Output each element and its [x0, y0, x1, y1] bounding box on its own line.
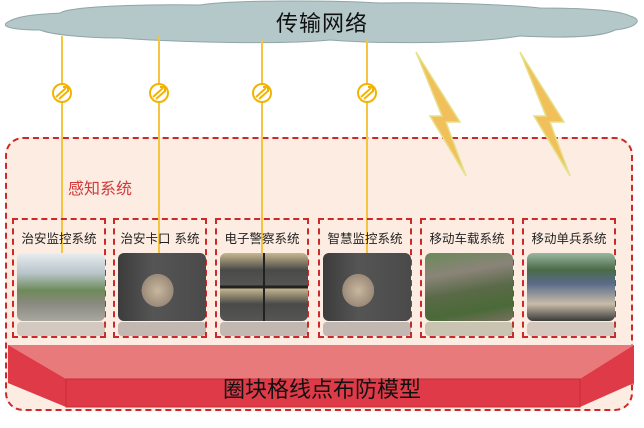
cloud-shape — [4, 0, 638, 44]
vehicle-checkpoint-photo — [118, 253, 206, 321]
traffic-grid-photo — [220, 253, 308, 321]
subsystem-card[interactable]: 治安卡口 系统 — [113, 218, 207, 338]
connector-icon — [52, 83, 72, 103]
vehicle-checkpoint-photo — [323, 253, 411, 321]
base-title: 圈块格线点布防模型 — [222, 378, 421, 403]
wire-4 — [366, 40, 368, 268]
subsystem-card[interactable]: 智慧监控系统 — [318, 218, 412, 338]
wire-3 — [261, 40, 263, 268]
subsystem-card[interactable]: 治安监控系统 — [12, 218, 106, 338]
network-title: 传输网络 — [275, 12, 368, 37]
police-crowd-photo — [527, 253, 615, 321]
subsystem-card[interactable]: 移动车载系统 — [420, 218, 514, 338]
wire-2 — [158, 36, 160, 268]
sensing-title: 感知系统 — [68, 179, 133, 198]
base-platform — [8, 345, 634, 408]
subsystem-card[interactable]: 电子警察系统 — [215, 218, 309, 338]
street-scene-photo — [17, 253, 105, 321]
connector-icon — [149, 83, 169, 103]
wireless-lightning-icon — [519, 51, 571, 177]
subsystem-label: 治安卡口 系统 — [120, 231, 200, 246]
subsystem-label: 移动车载系统 — [429, 231, 505, 246]
roadside-accident-photo — [425, 253, 513, 321]
subsystem-label: 移动单兵系统 — [531, 231, 607, 246]
subsystem-label: 电子警察系统 — [224, 231, 300, 246]
subsystem-label: 智慧监控系统 — [327, 231, 403, 246]
subsystem-label: 治安监控系统 — [21, 231, 97, 246]
wire-1 — [61, 36, 63, 268]
connector-icon — [357, 83, 377, 103]
wireless-lightning-icon — [415, 51, 467, 177]
connector-icon — [252, 83, 272, 103]
subsystem-card[interactable]: 移动单兵系统 — [522, 218, 616, 338]
